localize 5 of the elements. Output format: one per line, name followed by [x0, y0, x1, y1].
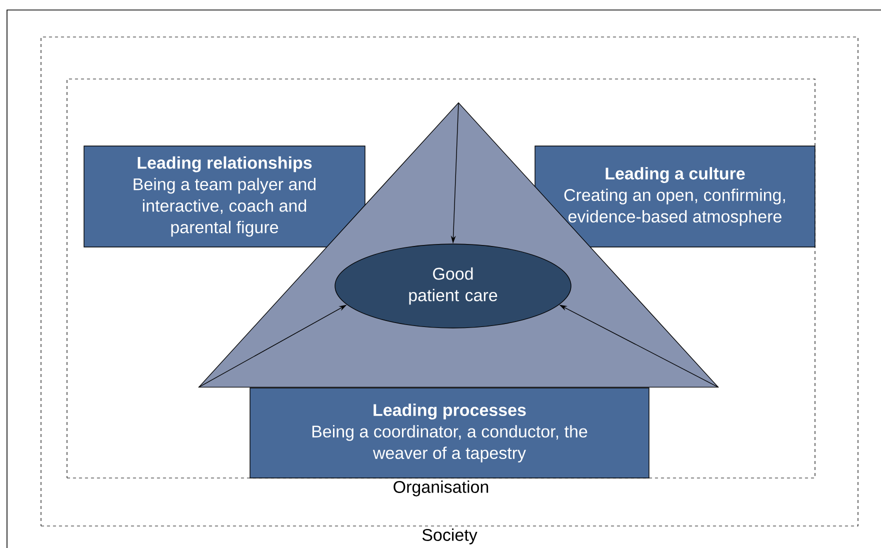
text-box: Leading relationships Being a team palyer and interactive, coach and parental figure — [84, 146, 366, 248]
text-box: Leading processes Being a coordinator, a conductor, the weaver of a tapestry — [250, 388, 650, 478]
text-box: Leading a culture Creating an open, confirming, evidence-based atmosphere — [534, 146, 816, 248]
node-label: Society — [422, 528, 478, 544]
node-label: Organisation — [394, 480, 488, 496]
